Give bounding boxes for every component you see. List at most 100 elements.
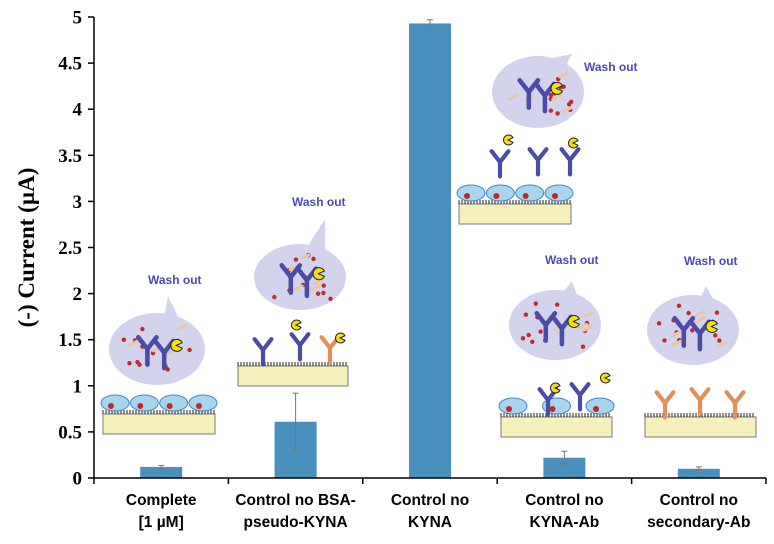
- molecule-dot: [321, 290, 326, 296]
- molecule-dot: [165, 367, 170, 372]
- antibody-fragment: [716, 341, 728, 349]
- molecule-dot: [717, 338, 722, 343]
- antibody-fragment: [670, 330, 682, 338]
- y-tick-label: 0: [73, 469, 83, 490]
- y-axis: 00.511.522.533.544.55: [58, 8, 95, 490]
- molecule-dot: [676, 303, 682, 309]
- molecule-dot: [520, 336, 526, 341]
- molecule-dot: [127, 360, 132, 366]
- antibody-icon: [489, 149, 511, 179]
- x-axis: Complete[1 µM]Control no BSA-pseudo-KYNA…: [93, 477, 767, 531]
- bars: [140, 19, 720, 478]
- wash-out-bubble: Wash out: [647, 254, 739, 365]
- enzyme-label-icon: [567, 315, 581, 328]
- molecule-dot: [548, 92, 554, 98]
- y-tick-label: 3.5: [58, 146, 82, 167]
- enzyme-label-icon: [291, 319, 302, 331]
- antibody-icon: [559, 147, 581, 177]
- molecule-dot: [713, 333, 718, 338]
- antibody-fragment: [577, 322, 589, 330]
- molecule-dot: [662, 338, 667, 343]
- y-tick-label: 4: [73, 100, 83, 121]
- enzyme-label-icon: [312, 267, 326, 281]
- enzyme-label-icon: [503, 134, 514, 146]
- wash-out-label: Wash out: [148, 273, 202, 287]
- molecule-dot: [140, 326, 145, 332]
- antibody-icon: [569, 382, 591, 412]
- molecule-dot: [580, 344, 586, 349]
- molecule-dot: [686, 310, 691, 316]
- x-tick-label: KYNA: [408, 514, 452, 531]
- molecule-dot: [533, 301, 539, 306]
- x-tick-label: Control no: [660, 492, 738, 509]
- molecule-dot: [187, 347, 192, 353]
- wash-out-bubble: Wash out: [109, 273, 205, 385]
- bar-0: [140, 466, 183, 478]
- wash-out-label: Wash out: [684, 254, 738, 268]
- enzyme-label-icon: [335, 332, 346, 344]
- bar-3: [543, 457, 586, 478]
- antibody-fragment: [507, 93, 519, 101]
- bar-4: [677, 468, 720, 478]
- antibody-fragment: [292, 284, 304, 292]
- wash-out-label: Wash out: [584, 60, 638, 74]
- molecule-dot: [566, 102, 572, 107]
- molecule-dot: [321, 283, 326, 288]
- electrode-icon: [498, 397, 615, 438]
- antibody-fragment: [299, 253, 311, 261]
- enzyme-label-icon: [568, 137, 579, 149]
- wash-out-label: Wash out: [545, 253, 599, 267]
- antibody-icon: [689, 387, 711, 417]
- bar-2: [409, 23, 451, 478]
- bubble-body: [492, 56, 584, 128]
- wash-out-bubble: Wash out: [509, 253, 601, 360]
- molecule-dot: [272, 294, 277, 300]
- antibody-fragment: [670, 339, 682, 347]
- molecule-dot: [311, 256, 316, 262]
- y-axis-label: (-) Current (µA): [14, 168, 39, 328]
- antibody-fragment: [312, 278, 324, 286]
- antibody-fragment: [551, 94, 563, 102]
- electrode-icon: [456, 184, 574, 225]
- x-tick-label: Control no: [391, 492, 469, 509]
- molecule-dot: [530, 339, 535, 345]
- wash-out-bubble: Wash out: [492, 54, 638, 128]
- molecule-dot: [315, 291, 321, 296]
- molecule-dot: [293, 257, 299, 262]
- antibody-fragment: [128, 339, 140, 347]
- antibody-fragment: [693, 310, 705, 318]
- molecule-dot: [523, 312, 529, 317]
- x-tick-label: Control no: [525, 492, 603, 509]
- molecule-dot: [150, 351, 156, 356]
- x-tick-label: secondary-Ab: [647, 514, 750, 531]
- electrode-icon: [237, 362, 349, 387]
- molecule-dot: [714, 310, 720, 315]
- x-tick-label: KYNA-Ab: [530, 514, 600, 531]
- antibody-fragment: [176, 323, 188, 331]
- y-tick-label: 2: [73, 284, 83, 305]
- x-tick-label: [1 µM]: [139, 514, 184, 531]
- antibody-icon: [527, 147, 549, 177]
- enzyme-label-icon: [170, 338, 183, 352]
- y-axis-title: (-) Current (µA): [14, 168, 39, 328]
- enzyme-label-icon: [600, 372, 611, 384]
- electrode-icon: [644, 413, 757, 438]
- y-tick-label: 1.5: [58, 330, 82, 351]
- y-tick-label: 0.5: [58, 422, 82, 443]
- antibody-icon: [289, 332, 311, 362]
- x-tick-label: Complete: [126, 492, 197, 509]
- molecule-dot: [137, 362, 142, 367]
- molecule-dot: [538, 329, 543, 334]
- molecule-dot: [656, 321, 662, 326]
- y-tick-label: 4.5: [58, 54, 82, 75]
- y-tick-label: 3: [73, 192, 83, 213]
- antibody-fragment: [309, 284, 321, 292]
- molecule-dot: [555, 111, 560, 116]
- antibody-icon: [319, 335, 341, 365]
- antibody-icon: [654, 390, 676, 420]
- x-tick-label: pseudo-KYNA: [243, 514, 347, 531]
- molecule-dot: [526, 332, 531, 338]
- wash-out-bubble: Wash out: [254, 195, 346, 310]
